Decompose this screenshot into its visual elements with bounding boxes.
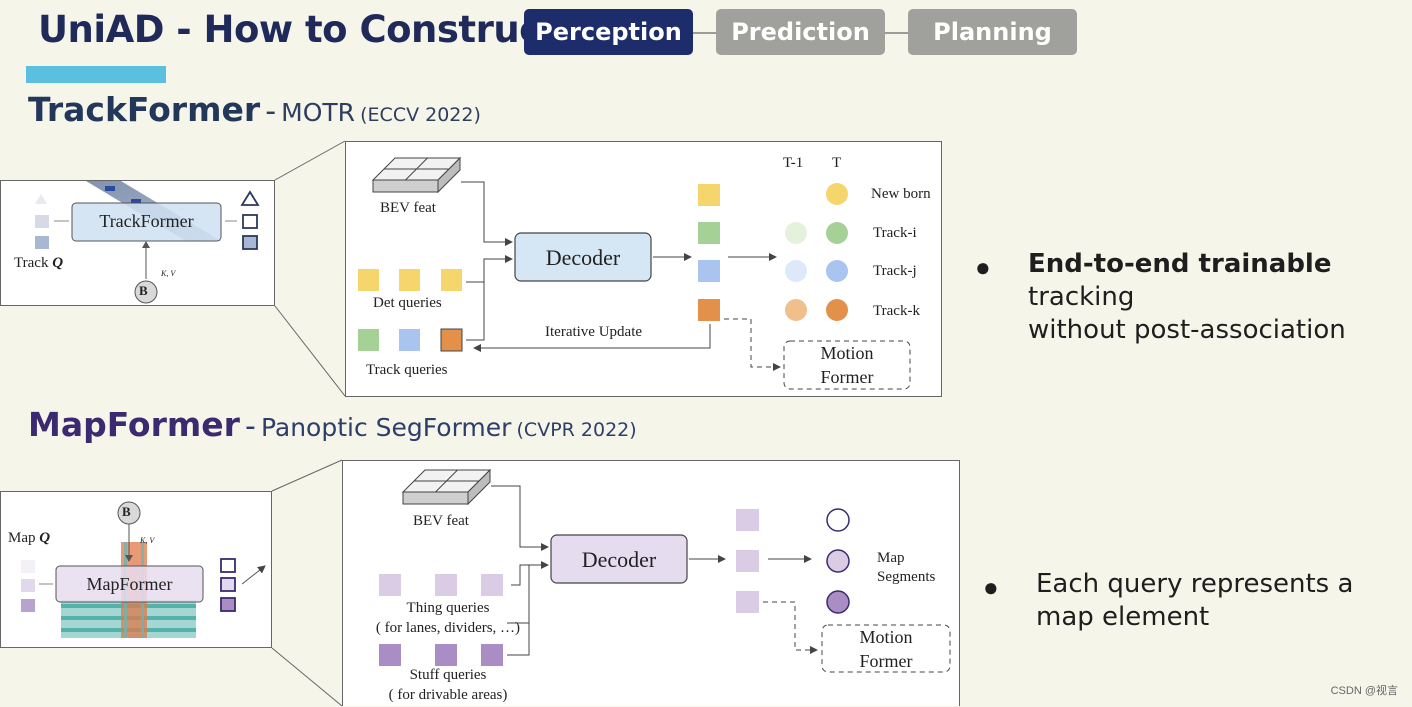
bev-to-decoder-arrow bbox=[491, 486, 548, 547]
iterative-update-label: Iterative Update bbox=[545, 324, 642, 341]
zoom-line bbox=[272, 460, 342, 491]
track-i-circle bbox=[826, 222, 848, 244]
map-query-square bbox=[21, 599, 35, 612]
motionformer-label-line2: Former bbox=[822, 651, 950, 672]
output-query-square bbox=[698, 299, 720, 321]
queries-to-decoder-arrow bbox=[466, 259, 484, 340]
track-query-square bbox=[358, 329, 379, 351]
bev-feat-label: BEV feat bbox=[413, 513, 469, 530]
track-query-square bbox=[441, 329, 462, 351]
bullet-dot-icon: ● bbox=[975, 252, 991, 283]
zoom-line bbox=[272, 648, 342, 706]
col-prev-label: T-1 bbox=[783, 155, 803, 172]
map-query-square bbox=[21, 579, 35, 592]
bev-grid-icon bbox=[403, 470, 490, 504]
output-query-square bbox=[698, 260, 720, 282]
stuff-query-square bbox=[379, 644, 401, 666]
output-query-square bbox=[736, 509, 759, 531]
stuff-query-square bbox=[435, 644, 457, 666]
mapformer-bullet: Each query represents a map element bbox=[1036, 568, 1406, 634]
mapformer-overview-panel: MapFormer Map Q B K, V bbox=[0, 491, 272, 648]
stuff-queries-label: Stuff queries bbox=[363, 667, 533, 684]
row-label-track-i: Track-i bbox=[873, 225, 917, 242]
row-label-new-born: New born bbox=[871, 186, 931, 203]
bev-node-label: B bbox=[122, 504, 131, 520]
map-segments-label-line1: Map bbox=[877, 550, 905, 567]
det-query-square bbox=[399, 269, 420, 291]
motionformer-label-line2: Former bbox=[784, 367, 910, 388]
det-queries-label: Det queries bbox=[373, 295, 442, 312]
track-queries-label: Track queries bbox=[366, 362, 448, 379]
to-motionformer-arrow bbox=[724, 319, 780, 367]
thing-queries-note: ( for lanes, dividers, …) bbox=[363, 620, 533, 637]
output-square-icon bbox=[221, 559, 235, 572]
bullet-text: tracking bbox=[1028, 282, 1134, 312]
kv-label: K, V bbox=[140, 536, 154, 545]
bullet-bold-text: End-to-end trainable bbox=[1028, 249, 1331, 279]
watermark: CSDN @视言 bbox=[1331, 682, 1398, 698]
stuff-query-square bbox=[481, 644, 503, 666]
col-curr-label: T bbox=[832, 155, 841, 172]
mapformer-name: MapFormer bbox=[28, 405, 240, 444]
row-label-track-j: Track-j bbox=[873, 263, 917, 280]
to-motionformer-arrow bbox=[763, 602, 817, 650]
track-j-prev-circle bbox=[785, 260, 807, 282]
map-segment-circle bbox=[827, 550, 849, 572]
output-query-square bbox=[698, 222, 720, 244]
output-square-icon bbox=[221, 578, 235, 591]
output-query-square bbox=[698, 184, 720, 206]
queries-to-decoder-arrow bbox=[466, 259, 512, 282]
zoom-line bbox=[275, 306, 345, 396]
track-i-prev-circle bbox=[785, 222, 807, 244]
bullet-text: Each query represents a bbox=[1036, 569, 1353, 599]
motionformer-label-line1: Motion bbox=[784, 343, 910, 364]
trackformer-detail-panel: BEV feat Decoder Det queries Track queri… bbox=[345, 141, 942, 397]
thing-query-square bbox=[435, 574, 457, 596]
bev-to-decoder-arrow bbox=[461, 182, 512, 242]
map-query-label: Map Q bbox=[8, 530, 50, 547]
track-k-prev-circle bbox=[785, 299, 807, 321]
map-query-square bbox=[21, 560, 35, 573]
map-segment-circle bbox=[827, 509, 849, 531]
thing-queries-label: Thing queries bbox=[363, 600, 533, 617]
mapformer-section-title: MapFormer - Panoptic SegFormer (CVPR 202… bbox=[28, 405, 637, 444]
mapformer-base-model: Panoptic SegFormer bbox=[261, 413, 511, 442]
bev-feat-label: BEV feat bbox=[380, 200, 436, 217]
map-segment-circle bbox=[827, 591, 849, 613]
bullet-text-line2: without post-association bbox=[1028, 315, 1346, 345]
decoder-label: Decoder bbox=[551, 547, 687, 573]
output-square-icon bbox=[221, 598, 235, 611]
bullet-text-line2: map element bbox=[1036, 602, 1209, 632]
output-query-square bbox=[736, 591, 759, 613]
mapformer-detail-panel: BEV feat Decoder Thing queries ( for lan… bbox=[342, 460, 960, 706]
new-born-circle bbox=[826, 183, 848, 205]
mapformer-overview-diagram bbox=[1, 492, 273, 649]
row-label-track-k: Track-k bbox=[873, 303, 920, 320]
title-separator: - bbox=[245, 409, 256, 444]
bev-grid-icon bbox=[373, 158, 460, 192]
stuff-queries-note: ( for drivable areas) bbox=[363, 687, 533, 704]
bullet-dot-icon: ● bbox=[983, 572, 999, 603]
motionformer-label-line1: Motion bbox=[822, 627, 950, 648]
output-arrow bbox=[242, 566, 265, 584]
track-query-square bbox=[399, 329, 420, 351]
zoom-line bbox=[275, 141, 345, 180]
decoder-label: Decoder bbox=[515, 245, 651, 271]
thing-query-square bbox=[481, 574, 503, 596]
track-j-circle bbox=[826, 260, 848, 282]
map-segments-label-line2: Segments bbox=[877, 569, 935, 586]
thing-query-square bbox=[379, 574, 401, 596]
det-query-square bbox=[441, 269, 462, 291]
track-k-circle bbox=[826, 299, 848, 321]
mapformer-venue: (CVPR 2022) bbox=[517, 419, 637, 441]
mapformer-block-label: MapFormer bbox=[56, 574, 203, 595]
output-query-square bbox=[736, 550, 759, 572]
det-query-square bbox=[358, 269, 379, 291]
trackformer-bullet: End-to-end trainable tracking without po… bbox=[1028, 248, 1412, 347]
